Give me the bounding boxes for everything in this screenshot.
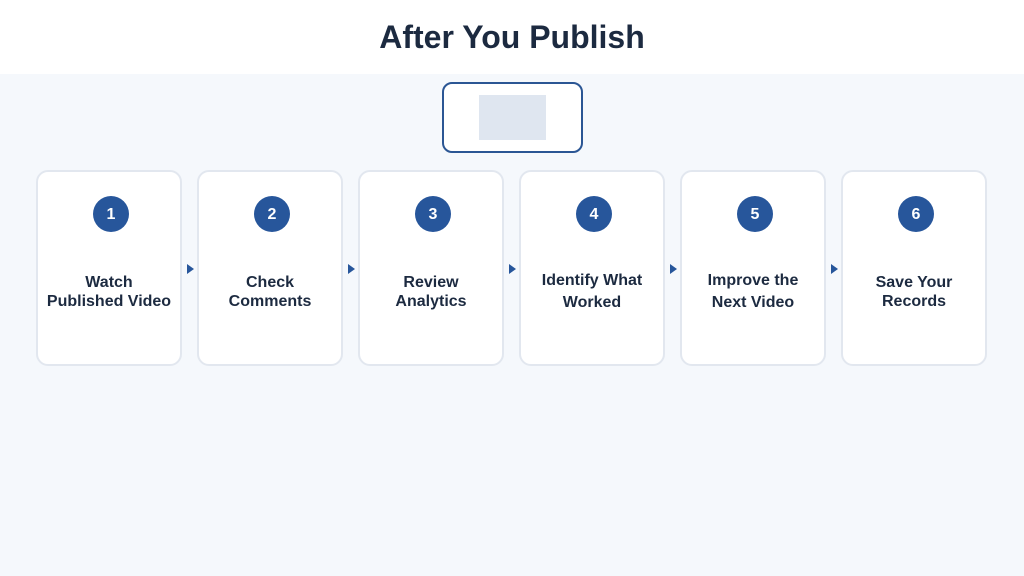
step-number-badge: 1 xyxy=(93,196,129,232)
step-card-2: 2 Check Comments xyxy=(197,170,343,366)
arrow-right-icon xyxy=(831,264,838,274)
step-label: Save Your Records xyxy=(875,274,953,310)
arrow-right-icon xyxy=(670,264,677,274)
step-number-badge: 4 xyxy=(576,196,612,232)
step-number-badge: 3 xyxy=(415,196,451,232)
step-card-1: 1 Watch Published Video xyxy=(36,170,182,366)
step-label: Identify What Worked xyxy=(541,272,643,311)
arrow-right-icon xyxy=(509,264,516,274)
step-number-badge: 5 xyxy=(737,196,773,232)
step-label: Check Comments xyxy=(228,274,312,310)
image-placeholder xyxy=(479,95,546,140)
step-label: Review Analytics xyxy=(395,274,467,310)
step-card-6: 6 Save Your Records xyxy=(841,170,987,366)
arrow-right-icon xyxy=(348,264,355,274)
arrow-right-icon xyxy=(187,264,194,274)
step-card-3: 3 Review Analytics xyxy=(358,170,504,366)
header: After You Publish xyxy=(0,0,1024,74)
step-number-badge: 2 xyxy=(254,196,290,232)
step-card-5: 5 Improve the Next Video xyxy=(680,170,826,366)
step-card-4: 4 Identify What Worked xyxy=(519,170,665,366)
step-label: Watch Published Video xyxy=(46,274,172,310)
step-number-badge: 6 xyxy=(898,196,934,232)
top-image-box xyxy=(442,82,583,153)
page-title: After You Publish xyxy=(379,19,645,55)
step-label: Improve the Next Video xyxy=(707,272,799,311)
